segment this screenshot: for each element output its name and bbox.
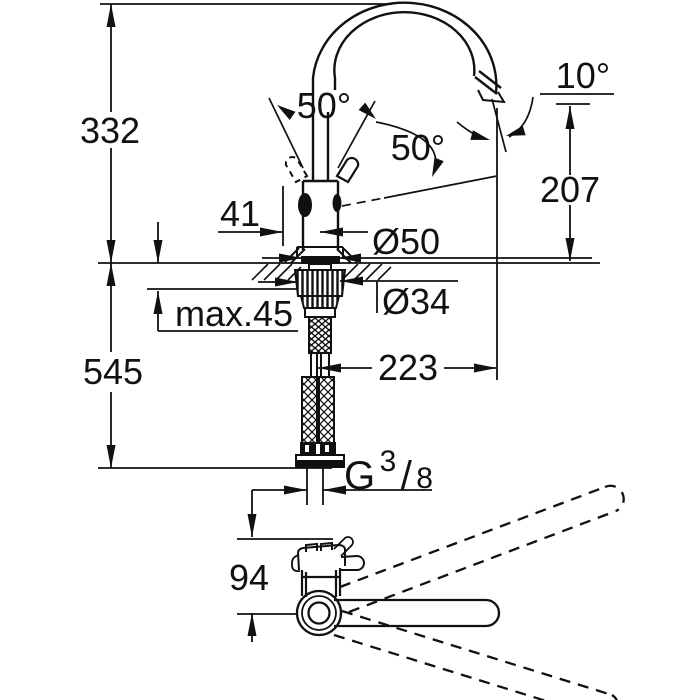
angle-annotations <box>268 96 534 207</box>
label-outlet-height: 207 <box>540 169 600 210</box>
reference-lines <box>98 3 614 615</box>
plan-swivel-range-arms <box>333 484 625 700</box>
lever-handle-dashed <box>284 156 309 184</box>
plan-lever-tip <box>333 536 354 557</box>
label-total-height: 332 <box>80 110 140 151</box>
handle-travel-line <box>383 175 498 199</box>
label-max-thickness: max.45 <box>175 293 293 334</box>
spout-outer-arc <box>311 1 498 94</box>
knurled-mounting-nut <box>293 269 347 297</box>
lever-handle-solid <box>335 156 360 184</box>
thread-g: G <box>344 454 375 498</box>
thread-numerator: 3 <box>380 445 397 478</box>
label-plan-offset: 94 <box>229 557 269 598</box>
plan-swivel-inner-ring <box>307 601 331 625</box>
supply-hoses <box>295 376 345 505</box>
mounting-shank <box>293 263 347 377</box>
plan-body <box>300 568 342 597</box>
thread-denominator: 8 <box>416 462 433 495</box>
thread-slash: / <box>401 454 413 498</box>
outlet-tilt-line <box>491 98 507 153</box>
plan-lever <box>290 536 365 573</box>
label-handle-offset: 41 <box>220 193 260 234</box>
faucet-front-view <box>251 1 506 505</box>
faucet-body <box>298 179 342 250</box>
label-outlet-angle: 10° <box>556 55 610 96</box>
label-base-diameter: Ø50 <box>372 221 440 262</box>
label-shank-diameter: Ø34 <box>382 281 450 322</box>
label-hose-length: 545 <box>83 351 143 392</box>
hose-right <box>318 376 335 444</box>
handle-axis-left <box>268 97 304 169</box>
dimension-labels: 332 545 41 Ø50 Ø34 max.45 223 207 50° 50… <box>80 55 610 598</box>
spout-inner-arc <box>333 10 476 79</box>
handle-horizontal-dashed <box>341 197 385 207</box>
hose-left <box>301 376 318 444</box>
spout-outlet <box>474 70 506 104</box>
plan-lever-stub <box>340 554 365 571</box>
faucet-plan-view <box>290 484 625 700</box>
label-thread-size: G 3 / 8 <box>344 445 433 498</box>
plan-spout-arm <box>334 598 501 628</box>
base-flange <box>284 246 358 264</box>
handle-boss-left <box>298 193 312 217</box>
label-handle-angle-top: 50° <box>297 85 351 126</box>
label-handle-angle-front: 50° <box>391 127 445 168</box>
plan-swivel-outer-ring <box>295 589 343 637</box>
threaded-shank <box>308 316 332 354</box>
handle-boss-right <box>332 194 342 212</box>
dimension-lines <box>105 3 592 642</box>
counter-hatching <box>251 263 392 281</box>
label-spout-reach: 223 <box>378 347 438 388</box>
